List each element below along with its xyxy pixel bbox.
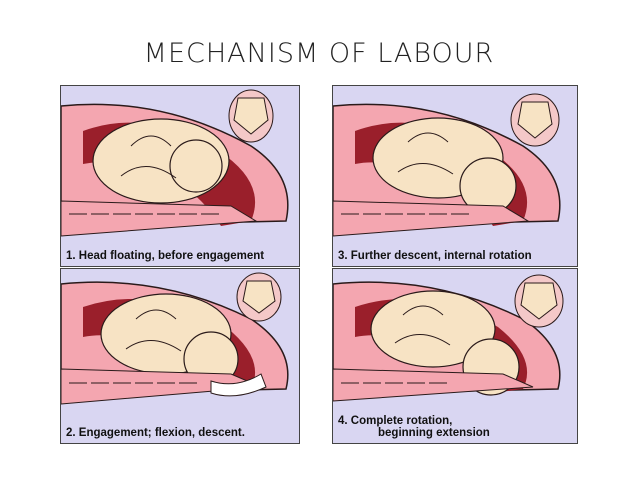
pelvis-illustration-4 <box>333 274 564 402</box>
slide-title: MECHANISM OF LABOUR <box>143 38 495 69</box>
panel-further-descent: 3. Further descent, internal rotation <box>332 85 578 267</box>
panel-caption-1: 1. Head floating, before engagement <box>66 250 265 262</box>
panel-engagement: 2. Engagement; flexion, descent. <box>60 268 300 444</box>
panel-caption-4-line2: beginning extension <box>378 427 490 439</box>
pelvis-illustration-1 <box>61 89 289 237</box>
panel-caption-3: 3. Further descent, internal rotation <box>338 250 532 262</box>
pelvis-illustration-2 <box>61 272 289 405</box>
panel-caption-2: 2. Engagement; flexion, descent. <box>66 427 245 439</box>
pelvis-illustration-3 <box>333 93 561 237</box>
panel-caption-4: 4. Complete rotation, beginning extensio… <box>338 415 490 439</box>
panel-complete-rotation: 4. Complete rotation, beginning extensio… <box>332 268 578 444</box>
panel-head-floating: 1. Head floating, before engagement <box>60 85 300 267</box>
panel-caption-4-line1: 4. Complete rotation, <box>338 415 453 427</box>
